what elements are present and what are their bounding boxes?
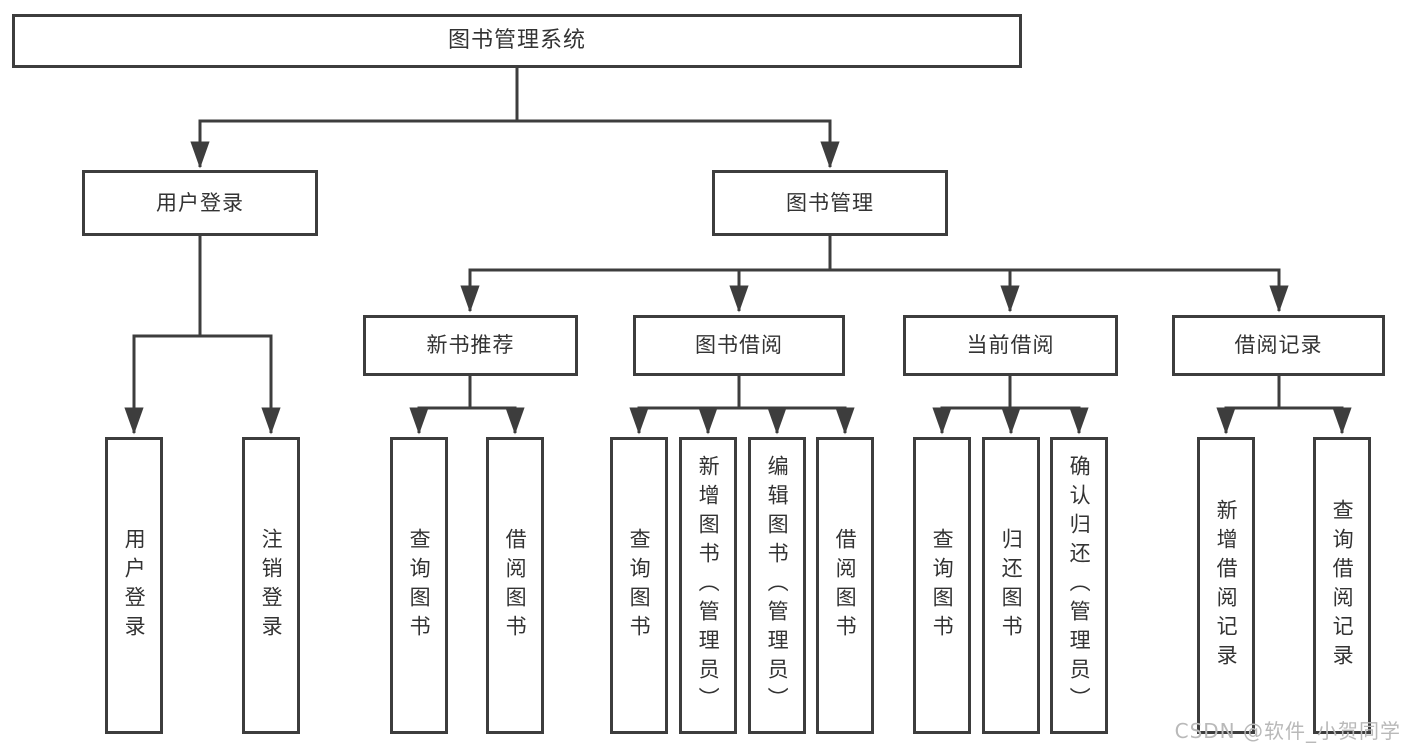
leaf-recommend-query-books: 查询图书: [390, 437, 448, 734]
leaf-confirm-return-admin: 确认归还（管理员）: [1050, 437, 1108, 734]
node-borrow-records: 借阅记录: [1172, 315, 1385, 376]
leaf-add-books-admin: 新增图书（管理员）: [679, 437, 737, 734]
node-current-borrowing: 当前借阅: [903, 315, 1118, 376]
leaf-return-books: 归还图书: [982, 437, 1040, 734]
node-book-borrowing: 图书借阅: [633, 315, 845, 376]
watermark: CSDN @软件_小贺同学: [1174, 719, 1401, 743]
leaf-add-borrow-record: 新增借阅记录: [1197, 437, 1255, 734]
node-new-book-recommend: 新书推荐: [363, 315, 578, 376]
leaf-user-login: 用户登录: [105, 437, 163, 734]
leaf-edit-books-admin: 编辑图书（管理员）: [748, 437, 806, 734]
node-book-management: 图书管理: [712, 170, 948, 236]
leaf-current-query-books: 查询图书: [913, 437, 971, 734]
node-library-system: 图书管理系统: [12, 14, 1022, 68]
leaf-logout-login: 注销登录: [242, 437, 300, 734]
leaf-recommend-borrow-books: 借阅图书: [486, 437, 544, 734]
leaf-borrowing-borrow-books: 借阅图书: [816, 437, 874, 734]
node-user-login: 用户登录: [82, 170, 318, 236]
leaf-borrowing-query-books: 查询图书: [610, 437, 668, 734]
leaf-query-borrow-record: 查询借阅记录: [1313, 437, 1371, 734]
